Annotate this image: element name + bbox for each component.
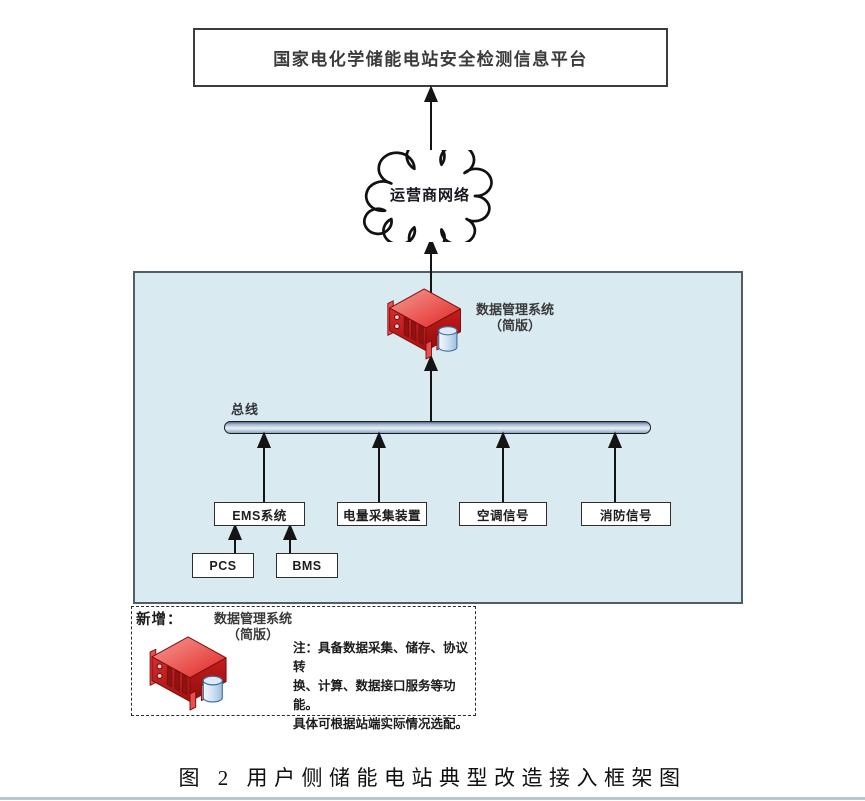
- server-variant: （简版）: [488, 318, 541, 333]
- legend-server-variant: （简版）: [226, 627, 279, 642]
- device-box-meter: 电量采集装置: [337, 502, 427, 526]
- arrowhead-platform: [423, 85, 439, 102]
- server-label-legend: 数据管理系统 （简版）: [203, 611, 303, 643]
- database-cylinder-icon: [438, 326, 458, 352]
- device-box-ems: EMS系统: [214, 502, 305, 526]
- figure-caption: 图 2 用户侧储能电站典型改造接入框架图: [178, 766, 687, 790]
- legend-note-line1: 注：具备数据采集、储存、协议转: [293, 641, 469, 674]
- legend-note-line2: 换、计算、数据接口服务等功能。: [293, 679, 456, 712]
- platform-label: 国家电化学储能电站安全检测信息平台: [273, 50, 588, 69]
- device-box-ac-signal: 空调信号: [459, 502, 547, 526]
- page-bottom-rule: [0, 797, 865, 800]
- server-label-main: 数据管理系统 （简版）: [465, 302, 565, 334]
- platform-box: 国家电化学储能电站安全检测信息平台: [193, 28, 668, 87]
- operator-network-cloud: [363, 150, 493, 242]
- bus-bar: [224, 421, 651, 434]
- device-box-pcs: PCS: [192, 553, 254, 578]
- server-name: 数据管理系统: [475, 302, 554, 317]
- legend-server-name: 数据管理系统: [213, 611, 292, 626]
- legend-server-icon: [149, 636, 227, 711]
- data-management-server-icon: [387, 288, 461, 360]
- device-box-bms: BMS: [276, 553, 338, 578]
- legend-note-line3: 具体可根据站端实际情况选配。: [293, 717, 469, 731]
- bus-label: 总线: [231, 402, 260, 417]
- legend-title: 新增：: [136, 612, 183, 628]
- device-box-fire-signal: 消防信号: [581, 502, 671, 526]
- cloud-label: 运营商网络: [389, 187, 470, 204]
- legend-database-cylinder-icon: [202, 675, 223, 703]
- legend-note: 注：具备数据采集、储存、协议转 换、计算、数据接口服务等功能。 具体可根据站端实…: [293, 639, 479, 734]
- cloud-shape: [363, 150, 493, 242]
